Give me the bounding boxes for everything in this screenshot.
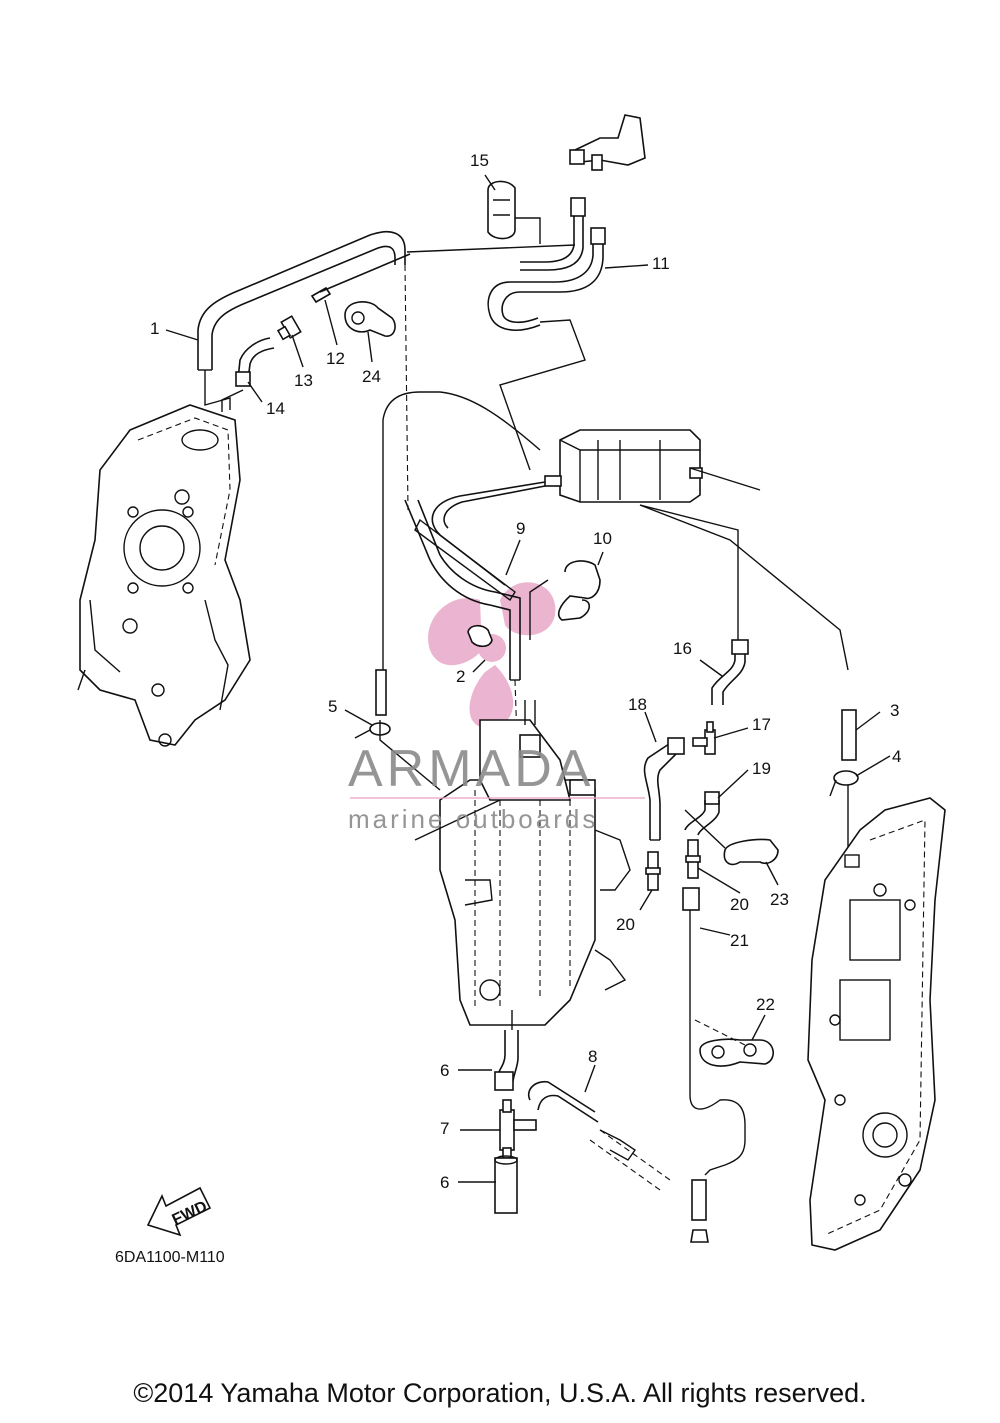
callout-7: 7 [440,1119,449,1138]
callout-9: 9 [516,519,525,538]
valve-assembly-icon [569,114,646,171]
copyright-notice: ©2014 Yamaha Motor Corporation, U.S.A. A… [133,1378,867,1408]
watermark-brand: ARMADA [348,740,594,798]
callout-21: 21 [730,931,749,950]
clamp-part-15 [487,180,541,244]
callout-6-upper: 6 [440,1061,449,1080]
callout-24: 24 [362,367,381,386]
hose-part-16 [639,504,749,705]
callout-leaders [165,174,891,1183]
clamp-part-22 [694,1019,774,1067]
hose-part-19 [684,791,720,836]
vapor-separator [414,700,631,1026]
callout-14: 14 [266,399,285,418]
callout-16: 16 [673,639,692,658]
callout-labels: 1 2 3 4 5 6 6 7 8 9 10 11 12 13 14 15 16… [150,151,901,1192]
clamp-part-2 [467,624,493,648]
fwd-arrow-icon: FWD [146,1186,212,1237]
clamp-part-23 [684,809,779,866]
hose-part-9 [382,391,546,771]
callout-23: 23 [770,890,789,909]
fitting-part-13 [276,315,302,341]
callout-22: 22 [756,995,775,1014]
callout-18: 18 [628,695,647,714]
fitting-part-20-left [645,851,661,891]
hose-part-11 [406,197,606,471]
callout-20-left: 20 [616,915,635,934]
fitting-part-20-right [685,839,701,879]
callout-10: 10 [593,529,612,548]
hose-part-21 [682,887,746,1243]
callout-11: 11 [652,254,670,273]
callout-20-right: 20 [730,895,749,914]
hose-part-18 [643,737,685,841]
hose-part-12 [310,253,411,304]
exhaust-cover-right [807,797,946,1251]
hose-part-6-upper [494,1010,519,1091]
callout-8: 8 [588,1047,597,1066]
callout-1: 1 [150,319,159,338]
callout-12: 12 [326,349,345,368]
clamp-part-10 [529,560,601,640]
tee-fitting-part-7 [499,1099,537,1159]
callout-15: 15 [470,151,489,170]
canister-filter [544,429,703,503]
callout-19: 19 [752,759,771,778]
hose-part-1 [197,231,409,511]
hose-part-8 [528,1080,671,1191]
hose-part-3 [639,467,857,761]
callout-5: 5 [328,697,337,716]
hose-part-14 [221,337,275,412]
callout-6-lower: 6 [440,1173,449,1192]
callout-4: 4 [892,747,901,766]
callout-17: 17 [752,715,771,734]
diagram-code: 6DA1100-M110 [115,1249,225,1266]
callout-2: 2 [456,667,465,686]
watermark-logo-icon [428,582,556,729]
clamp-part-24 [344,301,396,337]
callout-3: 3 [890,701,899,720]
callout-13: 13 [294,371,313,390]
tee-fitting-part-17 [692,721,716,755]
clamp-part-5 [354,669,441,791]
hose-part-6-lower [494,1155,518,1214]
clamp-part-4 [829,770,859,855]
watermark: ARMADA marine outboards [348,740,645,834]
watermark-tagline: marine outboards [348,804,598,834]
cylinder-head-left [77,404,251,747]
